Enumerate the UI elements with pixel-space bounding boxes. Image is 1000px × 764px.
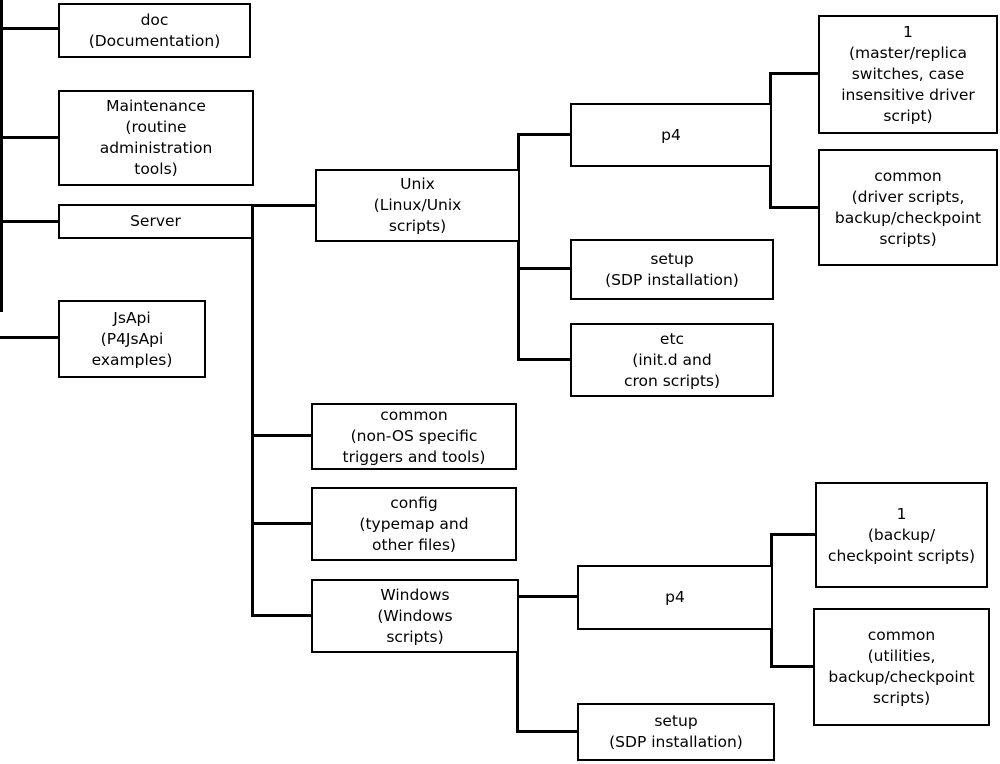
edge-root-doc: [0, 27, 58, 30]
node-1-windows-label: 1 (backup/ checkpoint scripts): [827, 504, 976, 565]
edge-unix-p4: [517, 133, 570, 136]
node-config-label: config (typemap and other files): [359, 493, 469, 554]
node-1-windows: 1 (backup/ checkpoint scripts): [815, 482, 988, 588]
edge-p4unix-1: [769, 72, 818, 75]
node-doc-label: doc (Documentation): [88, 10, 221, 50]
edge-server-trunk: [251, 204, 254, 617]
edge-root-jsapi: [0, 336, 58, 339]
node-windows-label: Windows (Windows scripts): [377, 585, 453, 646]
edge-root-trunk: [0, 0, 3, 312]
node-maintenance: Maintenance (routine administration tool…: [58, 90, 254, 186]
node-common-unix: common (driver scripts, backup/checkpoin…: [818, 149, 998, 266]
edge-windows-setup: [516, 730, 577, 733]
node-jsapi: JsApi (P4JsApi examples): [58, 300, 206, 378]
edge-root-server: [0, 220, 58, 223]
node-p4-unix-label: p4: [661, 125, 681, 144]
edge-unix-setup: [517, 267, 570, 270]
node-windows: Windows (Windows scripts): [311, 579, 519, 653]
edge-p4unix-common: [769, 206, 818, 209]
node-p4-windows-label: p4: [665, 588, 685, 606]
node-1-unix-label: 1 (master/replica switches, case insensi…: [841, 23, 975, 125]
node-maintenance-label: Maintenance (routine administration tool…: [99, 97, 213, 178]
node-server-label: Server: [130, 212, 181, 230]
node-common-windows-label: common (utilities, backup/checkpoint scr…: [828, 626, 975, 707]
node-setup-windows: setup (SDP installation): [577, 703, 775, 761]
edge-server-unix: [251, 204, 315, 207]
node-etc-label: etc (init.d and cron scripts): [623, 329, 721, 390]
node-common-unix-label: common (driver scripts, backup/checkpoin…: [834, 166, 982, 248]
node-doc: doc (Documentation): [58, 3, 251, 58]
edge-unix-trunk: [517, 133, 520, 361]
edge-server-windows: [251, 614, 311, 617]
node-unix: Unix (Linux/Unix scripts): [315, 169, 520, 242]
edge-windows-p4: [516, 595, 577, 598]
node-unix-label: Unix (Linux/Unix scripts): [373, 175, 462, 235]
node-1-unix: 1 (master/replica switches, case insensi…: [818, 15, 998, 134]
node-common-windows: common (utilities, backup/checkpoint scr…: [813, 608, 990, 726]
edge-p4windows-common: [770, 665, 813, 668]
node-p4-unix: p4: [570, 103, 772, 167]
edge-server-common: [251, 434, 311, 437]
edge-server-config: [251, 522, 311, 525]
node-p4-windows: p4: [577, 565, 773, 630]
node-setup-unix: setup (SDP installation): [570, 239, 774, 300]
node-server: Server: [58, 204, 253, 239]
edge-windows-trunk: [516, 595, 519, 733]
node-common-mid-label: common (non-OS specific triggers and too…: [342, 406, 486, 466]
node-config: config (typemap and other files): [311, 487, 517, 561]
node-etc: etc (init.d and cron scripts): [570, 323, 774, 397]
node-common-mid: common (non-OS specific triggers and too…: [311, 403, 517, 470]
node-jsapi-label: JsApi (P4JsApi examples): [91, 308, 173, 369]
node-setup-windows-label: setup (SDP installation): [609, 712, 743, 751]
edge-unix-etc: [517, 358, 570, 361]
edge-p4windows-1: [770, 533, 815, 536]
edge-root-maintenance: [0, 136, 58, 139]
node-setup-unix-label: setup (SDP installation): [605, 249, 739, 289]
